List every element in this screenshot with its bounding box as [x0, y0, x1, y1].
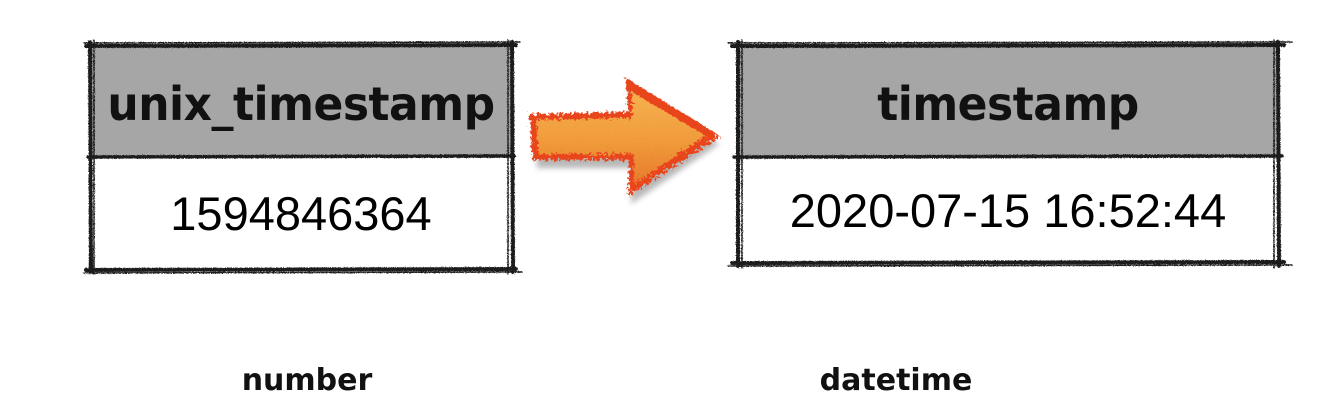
left-table-cell-bg — [90, 158, 512, 268]
right-table-border — [727, 39, 1293, 269]
left-table — [83, 39, 523, 275]
left-type-label: number — [241, 362, 373, 398]
left-table-header-bg — [90, 46, 512, 156]
right-table-cell-bg — [738, 158, 1278, 262]
right-arrow-icon — [530, 78, 720, 204]
left-table-value: 1594846364 — [170, 186, 432, 240]
left-table-border — [83, 39, 523, 275]
right-table-header: timestamp — [877, 77, 1139, 131]
right-table-header-bg — [738, 46, 1278, 156]
right-table-value: 2020-07-15 16:52:44 — [789, 183, 1227, 237]
left-table-header: unix_timestamp — [107, 77, 495, 131]
right-table — [727, 39, 1293, 269]
right-type-label: datetime — [819, 362, 973, 398]
